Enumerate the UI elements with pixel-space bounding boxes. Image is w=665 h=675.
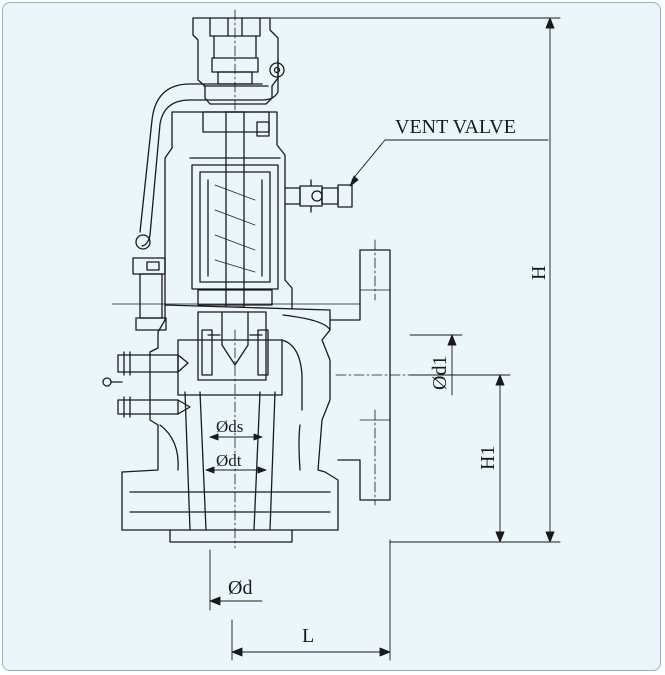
valve-body	[111, 303, 361, 543]
height-H-label: H	[528, 266, 550, 280]
inlet-d-label: Ød	[228, 577, 252, 599]
vent-valve-label: VENT VALVE	[395, 116, 516, 138]
lifting-lever	[135, 59, 285, 250]
throat-dt-label: Ødt	[216, 451, 242, 470]
seat-ds-label: Øds	[216, 417, 243, 436]
outlet-flange	[329, 239, 411, 506]
vent-valve-fitting	[284, 179, 353, 213]
dimension-lines	[205, 17, 561, 661]
adjusting-screws	[102, 257, 191, 418]
outlet-d1-label: Ød1	[429, 356, 451, 390]
length-L-label: L	[302, 625, 314, 647]
spring-housing	[164, 111, 293, 313]
height-H1-label: H1	[477, 446, 499, 470]
